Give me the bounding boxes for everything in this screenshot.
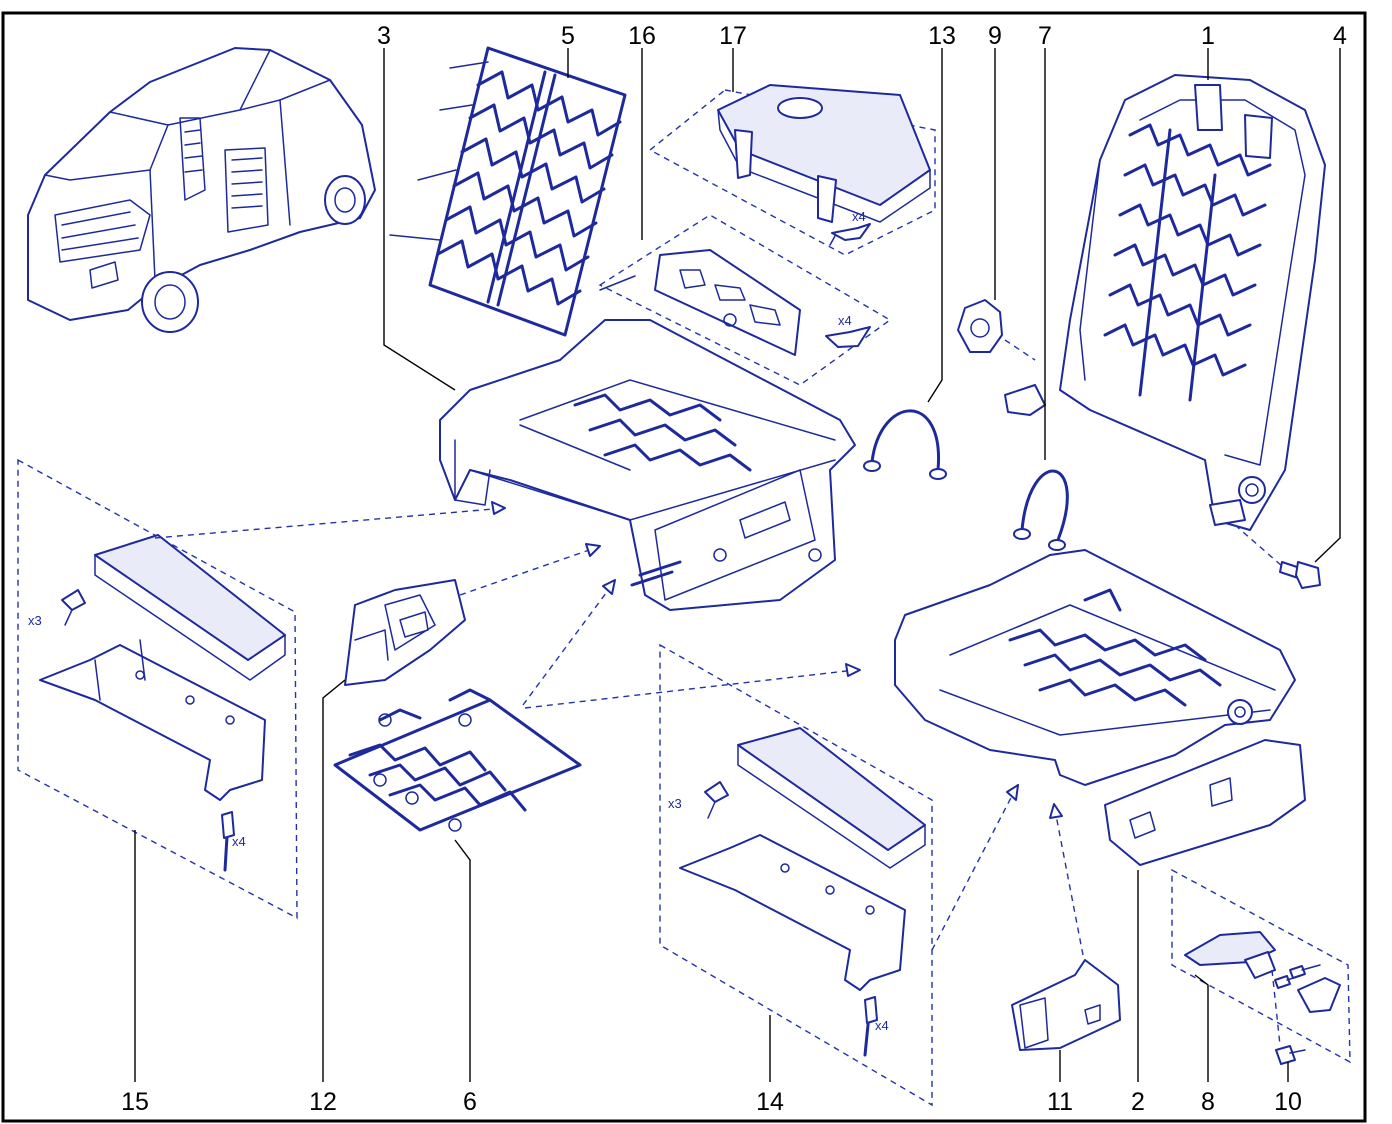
callout-10: 10 (1274, 1088, 1302, 1116)
adjustment-knob (957, 299, 1036, 361)
callout-2: 2 (1131, 1088, 1145, 1116)
diagram-frame (1, 11, 1367, 1123)
callout-5: 5 (561, 22, 575, 50)
qty-right-pins: x4 (875, 1018, 889, 1033)
seat-cover-plate (648, 84, 936, 256)
callout-15: 15 (121, 1088, 149, 1116)
quantity-labels: x4 x4 x3 x4 x3 x4 (28, 209, 889, 1033)
qty-right-clips: x3 (668, 796, 682, 811)
callout-13: 13 (928, 22, 956, 50)
seat-spring-mat (333, 688, 582, 832)
small-cable (863, 409, 947, 480)
left-rail-cover-assembly (17, 458, 298, 920)
seat-base-frame-right (894, 549, 1306, 866)
callout-12: 12 (309, 1088, 337, 1116)
release-handle-assembly (1171, 868, 1351, 1065)
arrow-head (845, 663, 861, 677)
qty-left-pins: x4 (232, 834, 246, 849)
arrow-head (1049, 803, 1063, 819)
arrow-head (1006, 784, 1019, 801)
callout-4: 4 (1333, 22, 1347, 50)
callout-14: 14 (756, 1088, 784, 1116)
backrest-spring-mat (389, 46, 636, 337)
callout-11: 11 (1047, 1088, 1073, 1116)
assembly-arrows (154, 501, 1084, 956)
arrow-head (585, 543, 601, 557)
qty-bracket-rivets: x4 (838, 313, 852, 328)
mounting-bracket (598, 214, 892, 386)
arrow-head (602, 579, 616, 595)
qty-left-clips: x3 (28, 613, 42, 628)
callout-7: 7 (1038, 22, 1052, 50)
arrow-head (491, 501, 506, 515)
bolt (1234, 524, 1321, 589)
callout-6: 6 (463, 1088, 477, 1116)
callout-9: 9 (988, 22, 1002, 50)
callout-numbers: 3 5 16 17 13 9 7 1 4 15 12 6 14 11 2 8 1… (121, 22, 1347, 1116)
trim-piece (1011, 959, 1121, 1051)
backrest-frame (1004, 74, 1326, 531)
leader-lines (134, 48, 1341, 1082)
medium-cable (1013, 469, 1069, 551)
callout-3: 3 (377, 22, 391, 50)
car-illustration (27, 47, 376, 333)
callout-16: 16 (628, 22, 656, 50)
callout-8: 8 (1201, 1088, 1215, 1116)
callout-1: 1 (1201, 22, 1215, 50)
side-bracket (344, 579, 466, 686)
callout-17: 17 (719, 22, 747, 50)
right-rail-cover-assembly (659, 643, 933, 1107)
seat-base-frame-left (439, 319, 856, 611)
qty-cover-rivets: x4 (852, 209, 866, 224)
